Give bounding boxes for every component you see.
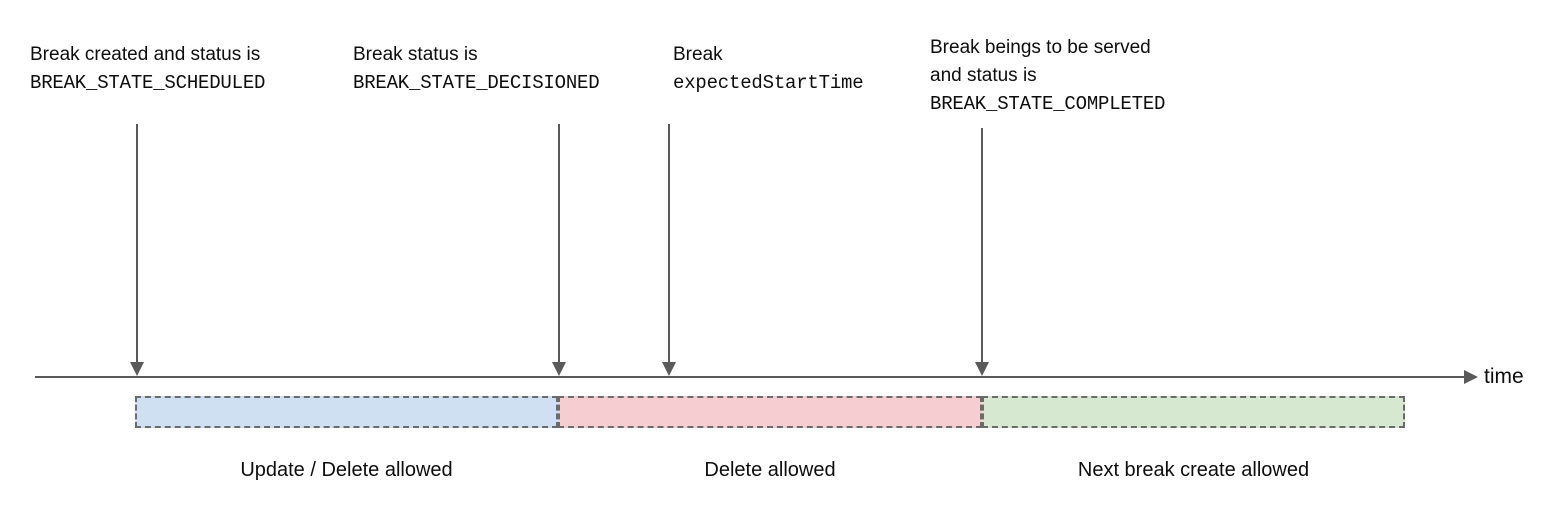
arrow-head [662,362,676,376]
event-label-decisioned: Break status is BREAK_STATE_DECISIONED [353,41,600,97]
event-label-line1: Break beings to be served [930,37,1151,58]
event-label-line2: and status is [930,65,1037,86]
phase-bar-delete-only [558,396,982,428]
phase-bar-next-break-create [982,396,1405,428]
time-axis-label: time [1484,365,1524,388]
arrow-shaft [558,124,560,363]
event-label-expected-start-time: Break expectedStartTime [673,41,864,97]
arrow-down-icon [662,124,676,376]
phase-caption-next-break-create: Next break create allowed [1077,459,1310,481]
arrow-down-icon [975,128,989,376]
event-label-completed: Break beings to be served and status is … [930,34,1165,118]
event-label-scheduled: Break created and status is BREAK_STATE_… [30,41,265,97]
event-label-code: BREAK_STATE_DECISIONED [353,72,600,94]
arrow-right-icon [1464,370,1478,384]
event-label-code: expectedStartTime [673,72,864,94]
event-label-code: BREAK_STATE_COMPLETED [930,93,1166,115]
arrow-down-icon [130,124,144,376]
event-label-code: BREAK_STATE_SCHEDULED [30,72,266,94]
event-label-line1: Break created and status is [30,44,261,65]
arrow-head [130,362,144,376]
arrow-shaft [668,124,670,363]
time-axis-line [35,376,1472,378]
arrow-head [975,362,989,376]
arrow-down-icon [552,124,566,376]
arrow-shaft [136,124,138,363]
phase-caption-update-delete: Update / Delete allowed [240,459,453,481]
arrow-head [552,362,566,376]
event-label-line1: Break [673,44,723,65]
phase-bar-update-delete [135,396,558,428]
event-label-line1: Break status is [353,44,478,65]
arrow-shaft [981,128,983,363]
phase-caption-delete-only: Delete allowed [704,459,836,481]
